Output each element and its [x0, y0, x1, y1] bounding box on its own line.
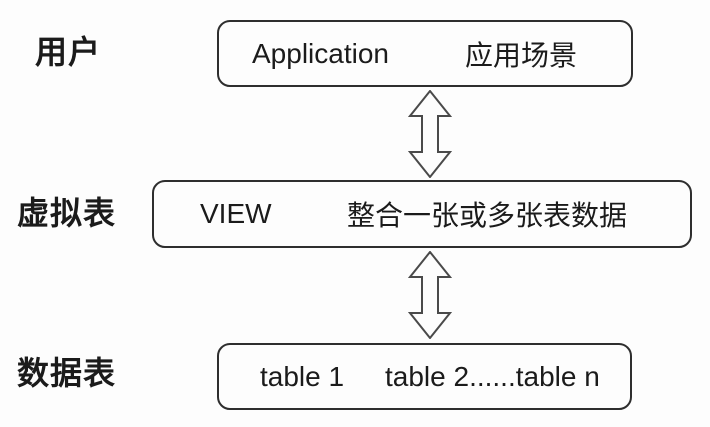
tables-box-text-1: table 1 [260, 360, 345, 392]
label-user: 用户 [35, 34, 102, 70]
application-box: Application 应用场景 [217, 20, 633, 87]
bidirectional-arrow-icon [408, 90, 452, 178]
view-box-text-en: VIEW [200, 198, 272, 229]
label-data-table: 数据表 [17, 355, 117, 391]
application-box-text-en: Application [252, 37, 389, 69]
view-box: VIEW 整合一张或多张表数据 [152, 180, 692, 248]
label-virtual-table: 虚拟表 [17, 195, 117, 231]
bidirectional-arrow-icon [408, 251, 452, 339]
application-box-text-zh: 应用场景 [465, 39, 578, 71]
tables-box-text-2: table 2......table n [385, 360, 600, 392]
tables-box: table 1 table 2......table n [217, 343, 632, 410]
view-box-text-zh: 整合一张或多张表数据 [347, 200, 628, 231]
